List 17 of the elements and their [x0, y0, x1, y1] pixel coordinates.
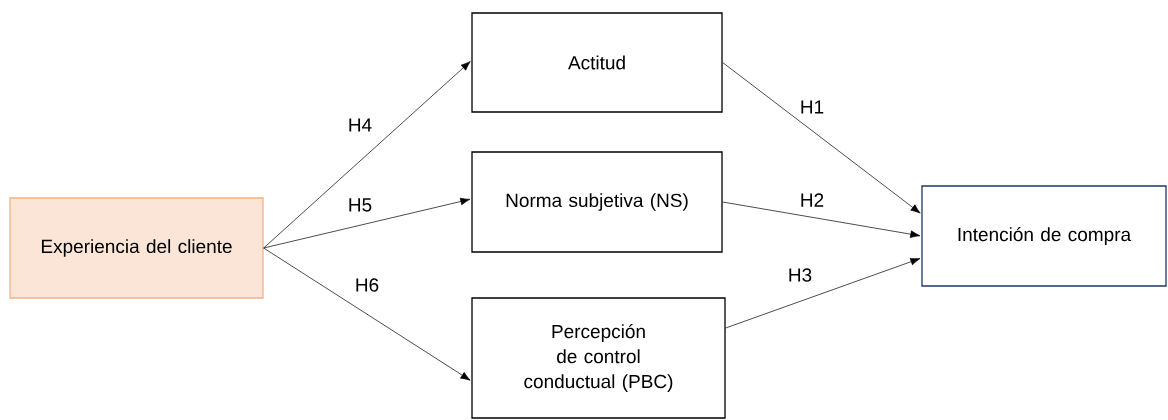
arrow: [263, 61, 471, 249]
box: Norma subjetiva (NS): [471, 151, 723, 253]
box: Intención de compra: [921, 185, 1167, 287]
arrow: [263, 247, 471, 381]
edge-label: H6: [353, 277, 381, 293]
edge-label: H1: [798, 99, 826, 115]
edge-label: H3: [786, 267, 814, 283]
edge-label: H2: [798, 192, 826, 208]
arrow: [263, 197, 471, 249]
edge-label: H4: [346, 117, 374, 133]
arrow: [725, 258, 921, 329]
arrow: [722, 201, 921, 238]
edge-label: H5: [346, 197, 374, 213]
box: Actitud: [471, 12, 723, 113]
box: Percepción de control conductual (PBC): [471, 297, 726, 419]
arrow: [722, 62, 921, 214]
box: Experiencia del cliente: [9, 197, 264, 299]
